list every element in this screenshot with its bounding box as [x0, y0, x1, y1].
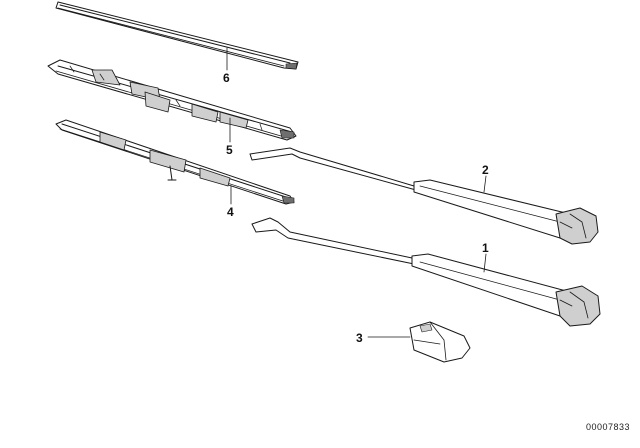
- part-1-wiper-arm: [251, 217, 601, 327]
- part-3-arm-cap: [409, 321, 471, 363]
- part-5-wiper-blade: [47, 59, 297, 141]
- callout-2: 2: [482, 163, 489, 177]
- part-4-wiper-blade: [55, 119, 295, 205]
- callout-5: 5: [226, 143, 233, 157]
- leader-lines: [226, 47, 487, 338]
- leader-line-2: [483, 175, 487, 193]
- callout-1: 1: [482, 241, 489, 255]
- callout-3: 3: [356, 331, 363, 345]
- part-2-wiper-arm: [249, 147, 599, 245]
- callout-4: 4: [227, 205, 234, 219]
- leader-line-1: [483, 253, 487, 273]
- catalog-number: 00007833: [586, 422, 630, 432]
- callout-6: 6: [223, 71, 230, 85]
- part-6-wiper-rubber-strip: [55, 1, 299, 70]
